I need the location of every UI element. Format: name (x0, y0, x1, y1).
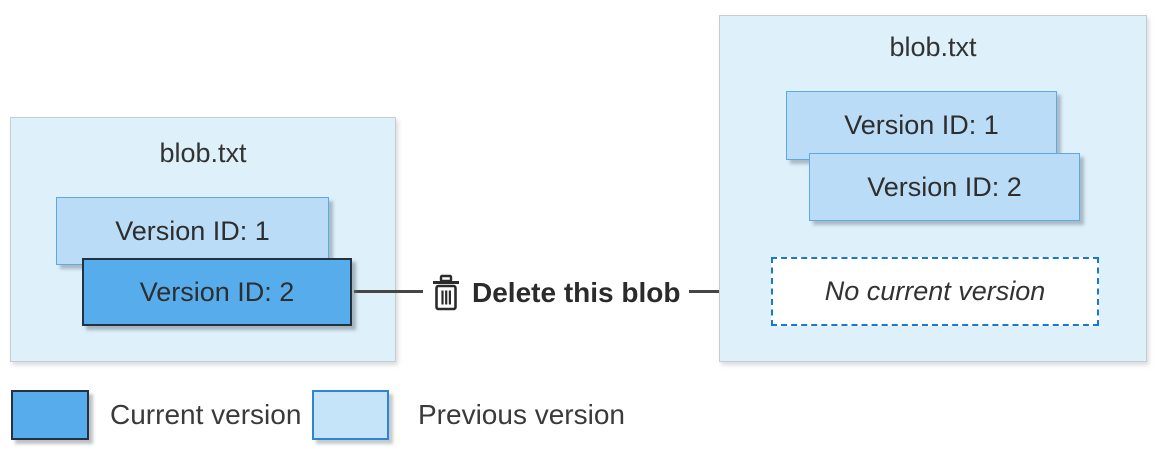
blob-before-container: blob.txt Version ID: 1 Version ID: 2 (10, 117, 396, 362)
version-box-current: Version ID: 2 (82, 258, 352, 326)
legend-label-previous: Previous version (418, 399, 625, 430)
legend-label-current: Current version (110, 399, 302, 430)
connector-line (354, 290, 423, 293)
blob-title: blob.txt (159, 138, 247, 168)
blob-after-container: blob.txt Version ID: 1 Version ID: 2 No … (719, 15, 1147, 362)
legend-swatch-current (11, 390, 89, 440)
version-box-previous: Version ID: 1 (786, 91, 1057, 160)
action-label: Delete this blob (472, 277, 681, 308)
trash-icon (431, 274, 461, 312)
no-current-version-box: No current version (771, 257, 1099, 326)
legend-swatch-previous (312, 390, 389, 440)
version-box-previous: Version ID: 1 (56, 197, 329, 265)
blob-title: blob.txt (889, 32, 977, 62)
version-box-previous: Version ID: 2 (809, 153, 1080, 221)
